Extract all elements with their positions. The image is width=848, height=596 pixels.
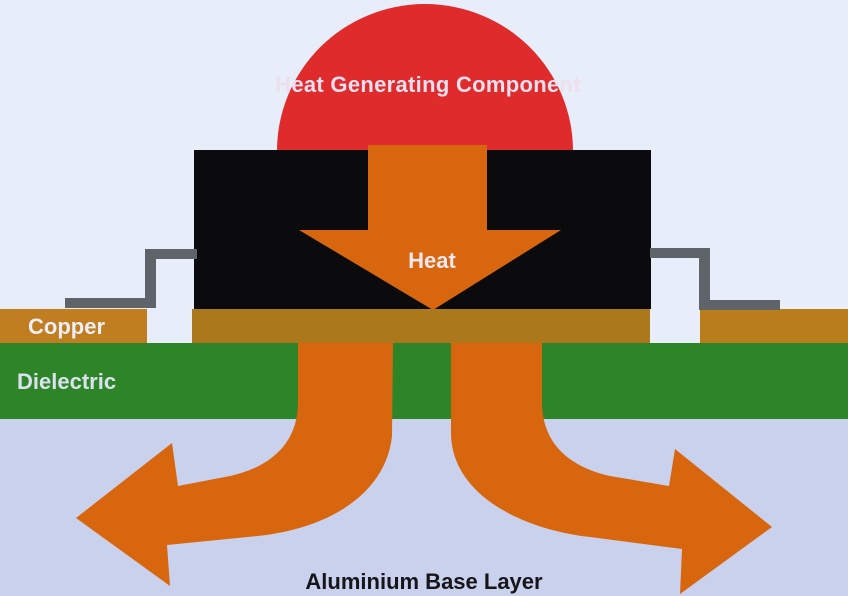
left-lead-lower-segment [65, 298, 156, 308]
copper-layer-left [0, 309, 147, 343]
heat-spread-left-arrow-icon [76, 343, 393, 586]
right-lead-vertical-segment [699, 248, 710, 310]
aluminium-base-layer-label: Aluminium Base Layer [305, 569, 543, 594]
heat-spread-right-arrow-icon [451, 343, 772, 594]
left-lead-upper-segment [145, 249, 197, 259]
right-lead-upper-segment [650, 248, 710, 258]
dielectric-layer [0, 343, 848, 419]
left-lead-vertical-segment [145, 249, 156, 308]
heat-label: Heat [408, 248, 456, 273]
right-lead-lower-segment [699, 300, 780, 310]
dielectric-layer-label: Dielectric [17, 369, 117, 394]
heat-down-arrow-icon [299, 145, 561, 310]
heat-generating-component-label: Heat Generating Component [275, 72, 581, 97]
copper-layer-right [700, 309, 848, 343]
copper-layer-label: Copper [28, 314, 105, 339]
heat-generating-component-dome [277, 4, 573, 151]
copper-layer-center [192, 309, 650, 343]
